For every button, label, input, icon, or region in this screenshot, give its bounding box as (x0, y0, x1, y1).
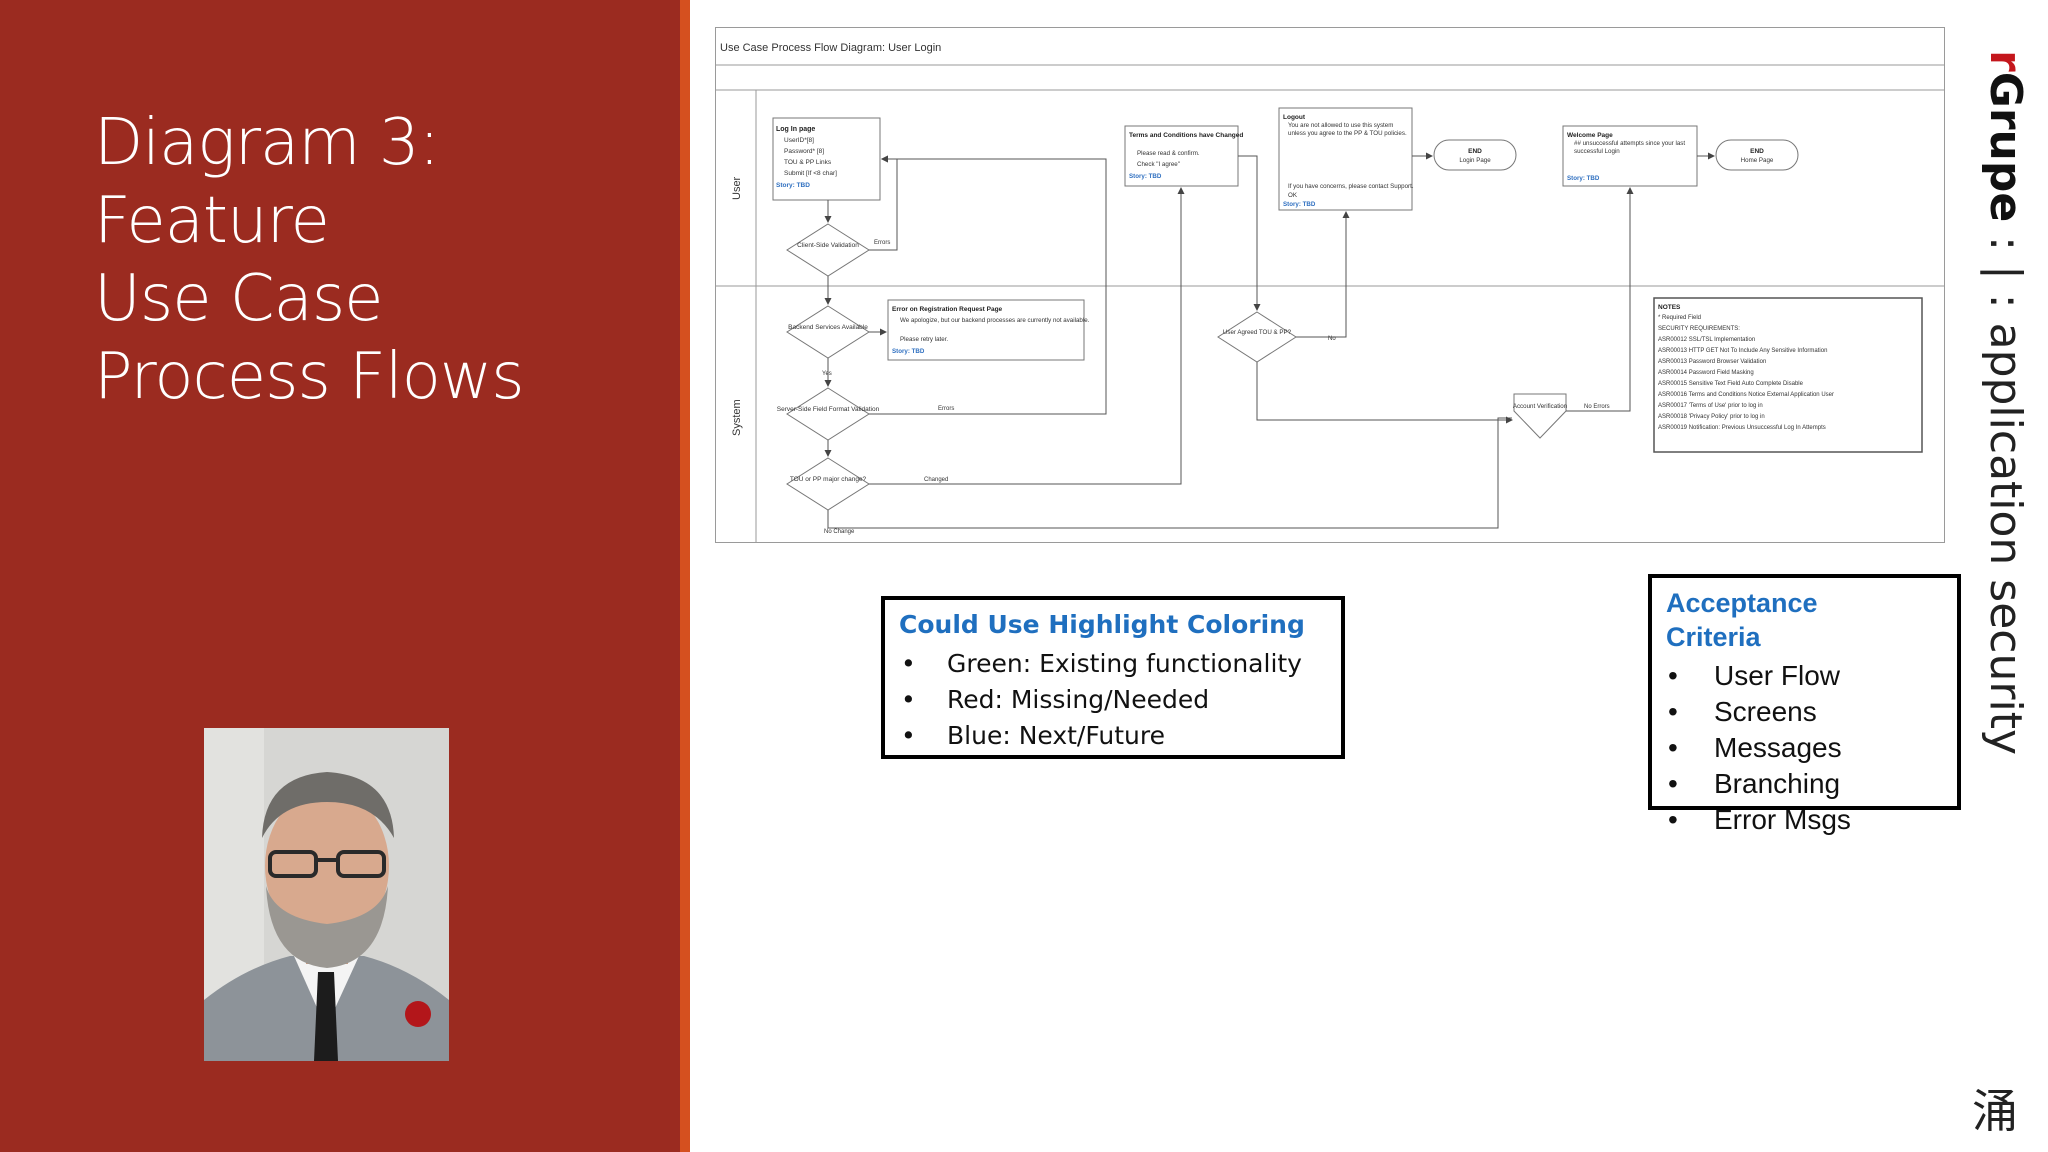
lane-user: User (731, 176, 743, 200)
notes-box (1653, 297, 1923, 453)
terms-title: Terms and Conditions have Changed (1129, 132, 1243, 139)
backend-label: Backend Services Available (788, 324, 868, 331)
brand-tagline: : | : application security (1980, 222, 2031, 755)
edge-label-errors: Errors (874, 240, 890, 246)
corner-glyph: 涌 (1972, 1084, 2018, 1138)
login-story: Story: TBD (776, 182, 810, 189)
welcome-line: ## unsuccessful attempts since your last… (1574, 140, 1686, 155)
title-line: Diagram 3: (94, 106, 440, 180)
notes-line: SECURITY REQUIREMENTS: (1658, 326, 1740, 332)
terms-story: Story: TBD (1129, 173, 1162, 180)
highlight-coloring-box: Could Use Highlight Coloring Green: Exis… (881, 596, 1345, 759)
login-line: Submit [If <8 char] (784, 170, 837, 177)
acceptance-item: User Flow (1666, 658, 1943, 694)
notes-line: ASR00016 Terms and Conditions Notice Ext… (1658, 392, 1834, 398)
login-page-box (772, 117, 881, 201)
terms-line: Please read & confirm. (1137, 150, 1200, 157)
end-login-sub: Login Page (1459, 157, 1491, 164)
accent-stripe (680, 0, 690, 1152)
account-verification-label: Account Verification (1513, 403, 1568, 410)
edge-label-changed: Changed (924, 477, 948, 483)
notes-line: ASR00019 Notification: Previous Unsucces… (1658, 425, 1826, 431)
brand-name: Grupe (1980, 71, 2031, 223)
client-validation-diamond (786, 223, 870, 277)
brand-r: r (1980, 50, 2031, 72)
error-story: Story: TBD (892, 348, 925, 355)
error-line: We apologize, but our backend processes … (900, 317, 1090, 324)
welcome-title: Welcome Page (1567, 132, 1613, 139)
account-verification-shape (1513, 393, 1567, 439)
presenter-photo (204, 728, 449, 1061)
acceptance-criteria-box: Acceptance Criteria User Flow Screens Me… (1648, 574, 1961, 838)
notes-line: ASR00017 'Terms of Use' prior to log in (1658, 403, 1763, 409)
acceptance-title-line: Criteria (1666, 622, 1761, 652)
title-line: Use Case (94, 262, 384, 336)
acceptance-item: Screens (1666, 694, 1943, 730)
slide-title: Diagram 3: Feature Use Case Process Flow… (94, 104, 654, 416)
notes-line: ASR00014 Password Field Masking (1658, 370, 1754, 376)
notes-title: NOTES (1658, 304, 1681, 311)
user-agreed-diamond (1217, 311, 1297, 363)
edge-label-no-errors: No Errors (1584, 404, 1610, 410)
end-home-terminal (1715, 139, 1799, 171)
login-line: Password* [8] (784, 148, 824, 155)
edge-label-no-change: No Change (824, 529, 855, 535)
presenter-illustration (204, 728, 449, 1061)
server-validation-label: Server-Side Field Format Validation (777, 406, 880, 413)
flow-chart: Use Case Process Flow Diagram: User Logi… (716, 42, 1944, 542)
notes-line: ASR00013 HTTP GET Not To Include Any Sen… (1658, 348, 1827, 354)
error-line: Please retry later. (900, 336, 948, 343)
title-line: Feature (94, 184, 330, 258)
acceptance-item: Error Msgs (1666, 802, 1943, 838)
process-flow-diagram: Use Case Process Flow Diagram: User Logi… (715, 27, 1945, 543)
logout-box (1278, 107, 1413, 211)
logout-line: If you have concerns, please contact Sup… (1288, 183, 1414, 190)
backend-diamond (786, 305, 870, 359)
error-page-title: Error on Registration Request Page (892, 306, 1003, 313)
login-line: TOU & PP Links (784, 159, 832, 166)
diagram-header: Use Case Process Flow Diagram: User Logi… (720, 42, 941, 54)
title-line: Process Flows (94, 340, 525, 414)
server-validation-diamond (786, 387, 870, 441)
tou-change-diamond (786, 457, 870, 511)
edge-label-yes: Yes (822, 371, 832, 377)
logout-story: Story: TBD (1283, 201, 1316, 208)
acceptance-title: Acceptance Criteria (1666, 586, 1943, 654)
logout-title: Logout (1283, 114, 1306, 121)
highlight-item: Red: Missing/Needed (899, 682, 1327, 718)
lane-system: System (731, 399, 743, 436)
end-login-title: END (1468, 148, 1482, 155)
end-home-sub: Home Page (1741, 157, 1774, 164)
edge-label-no: No (1328, 336, 1336, 342)
end-login-terminal (1433, 139, 1517, 171)
highlight-box-title: Could Use Highlight Coloring (899, 610, 1305, 639)
highlight-item: Blue: Next/Future (899, 718, 1327, 754)
user-agreed-label: User Agreed TOU & PP? (1223, 329, 1292, 336)
acceptance-list: User Flow Screens Messages Branching Err… (1666, 658, 1943, 838)
logout-line: OK (1288, 192, 1298, 199)
notes-line: * Required Field (1658, 315, 1701, 321)
notes-line: ASR00012 SSL/TSL Implementation (1658, 337, 1755, 343)
notes-line: ASR00018 'Privacy Policy' prior to log i… (1658, 414, 1765, 420)
welcome-story: Story: TBD (1567, 175, 1600, 182)
acceptance-item: Branching (1666, 766, 1943, 802)
login-line: UserID*[8] (784, 137, 814, 144)
error-page-box (887, 299, 1085, 361)
client-validation-label: Client-Side Validation (797, 242, 859, 249)
login-page-title: Log In page (776, 126, 815, 133)
logout-line: You are not allowed to use this system u… (1288, 122, 1407, 137)
end-home-title: END (1750, 148, 1764, 155)
highlight-list: Green: Existing functionality Red: Missi… (899, 646, 1327, 754)
brand-logo: rGrupe : | : application security (1980, 50, 2031, 755)
highlight-item: Green: Existing functionality (899, 646, 1327, 682)
acceptance-title-line: Acceptance (1666, 588, 1818, 618)
notes-line: ASR00015 Sensitive Text Field Auto Compl… (1658, 381, 1804, 387)
welcome-box (1562, 125, 1698, 187)
notes-line: ASR00013 Password Browser Validation (1658, 359, 1766, 365)
edge-label-errors: Errors (938, 406, 954, 412)
tou-change-label: TOU or PP major change? (790, 476, 867, 483)
terms-line: Check "I agree" (1137, 161, 1180, 168)
acceptance-item: Messages (1666, 730, 1943, 766)
